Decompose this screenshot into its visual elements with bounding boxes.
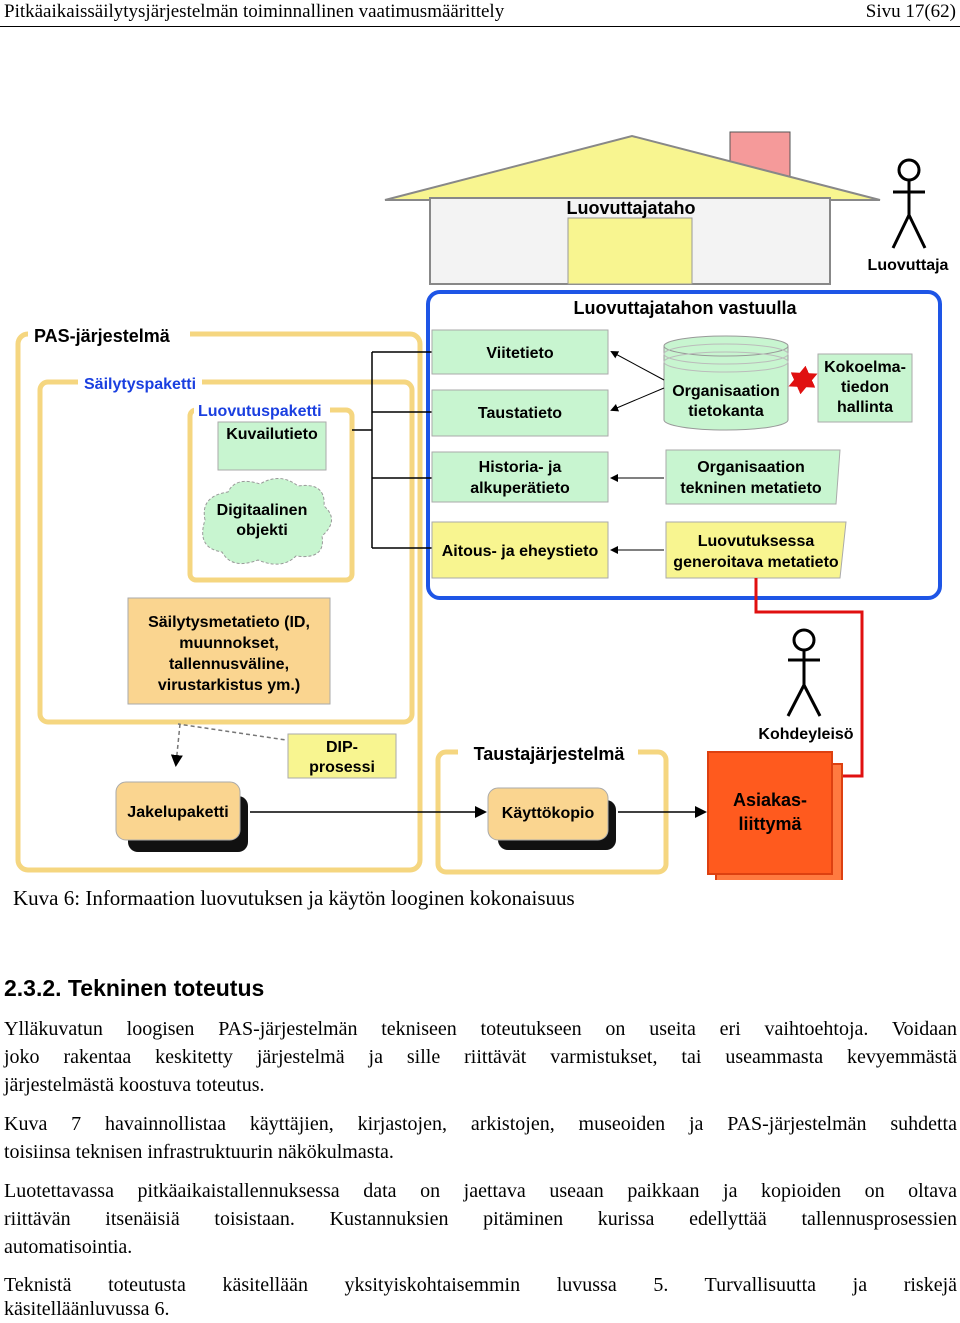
metadata-arrows: [610, 351, 665, 554]
dip-dashed-line: [177, 723, 341, 749]
sailytyspaketti-label: Säilytyspaketti: [84, 376, 196, 393]
paragraph-4-line-2: käsitelläänluvussa 6.: [4, 1298, 170, 1320]
kohdeyleiso-label: Kohdeyleisö: [758, 726, 853, 743]
org-tietokanta-cylinder: Organisaation tietokanta: [663, 335, 789, 431]
vastuulla-label: Luovuttajatahon vastuulla: [573, 298, 797, 318]
digitaalinen-line1: Digitaalinen: [217, 502, 308, 519]
section-title: 2.3.2. Tekninen toteutus: [4, 975, 265, 1001]
taustatieto-label: Taustatieto: [478, 405, 562, 422]
viitetieto-box: [431, 329, 609, 375]
bracket-lines: [352, 351, 432, 549]
viitetieto-label: Viitetieto: [486, 345, 554, 362]
kuvailutieto-box: [217, 421, 327, 471]
kokoelma-line2: tiedon: [841, 379, 889, 396]
dip-line2: prosessi: [309, 759, 375, 776]
sailytysmetatieto-line3: tallennusväline,: [169, 656, 289, 673]
historia-box: [431, 451, 609, 503]
jakelupaketti-box: [115, 781, 241, 841]
paragraph-2-line-1: Kuva 7 havainnollistaa käyttäjien, kirja…: [4, 1113, 957, 1135]
digitaalinen-line2: objekti: [236, 522, 288, 539]
luovutuksessa-line2: generoitava metatieto: [673, 554, 839, 571]
red-connector: [754, 578, 864, 778]
sailytysmetatieto-box: [127, 597, 331, 705]
paragraph-3-line-3: automatisointia.: [4, 1236, 133, 1258]
luovutuspaketti-label: Luovutuspaketti: [198, 403, 322, 420]
jakelupaketti-label: Jakelupaketti: [127, 804, 228, 821]
document-title: Pitkäaikaissäilytysjärjestelmän toiminna…: [4, 1, 505, 22]
asiakas-box: [707, 751, 833, 875]
paragraph-3-line-2: riittävän itsenäisiä toisistaan. Kustann…: [4, 1208, 957, 1230]
sailytysmetatieto-line1: Säilytysmetatieto (ID,: [148, 614, 310, 631]
paragraph-1-line-1: Ylläkuvatun loogisen PAS-järjestelmän te…: [4, 1018, 957, 1040]
org-tietokanta-line1: Organisaation: [672, 383, 780, 400]
taustajarjestelma-label: Taustajärjestelmä: [474, 744, 626, 764]
kohdeyleiso-person-icon: [786, 628, 822, 717]
sailytyspaketti-frame: [37, 379, 415, 725]
luovuttajataho-label: Luovuttajataho: [567, 198, 696, 218]
paragraph-3-line-1: Luotettavassa pitkäaikaistallennuksessa …: [4, 1180, 957, 1202]
historia-line1: Historia- ja: [479, 459, 562, 476]
org-tietokanta-line2: tietokanta: [688, 403, 764, 420]
luovuttaja-person-icon: [891, 158, 927, 249]
paragraph-1-line-2: joko rakentaa keskitetty järjestelmä ja …: [4, 1046, 957, 1068]
paragraph-4-line-1: Teknistä toteutusta käsitellään yksityis…: [4, 1274, 957, 1296]
taustatieto-box: [431, 389, 609, 437]
aitous-box: [431, 521, 609, 579]
page-header: Pitkäaikaissäilytysjärjestelmän toiminna…: [0, 0, 960, 27]
asiakas-line1: Asiakas-: [733, 790, 807, 810]
paragraph-1-line-3: järjestelmästä koostuva toteutus.: [4, 1074, 265, 1096]
historia-line2: alkuperätieto: [470, 480, 570, 497]
pas-label: PAS-järjestelmä: [34, 326, 171, 346]
sailytysmetatieto-line4: virustarkistus ym.): [158, 677, 300, 694]
red-double-arrow: [788, 365, 818, 395]
kokoelma-line3: hallinta: [837, 399, 893, 416]
luovutuksessa-line1: Luovutuksessa: [698, 533, 815, 550]
door: [567, 217, 693, 285]
kuvailutieto-label: Kuvailutieto: [226, 426, 318, 443]
sailytysmetatieto-line2: muunnokset,: [179, 635, 279, 652]
luovutuksessa-box: [665, 521, 847, 579]
aitous-label: Aitous- ja eheystieto: [442, 543, 599, 560]
org-tekninen-box: [665, 449, 841, 505]
figure-caption: Kuva 6: Informaation luovutuksen ja käyt…: [13, 886, 575, 910]
dip-line1: DIP-: [326, 739, 358, 756]
org-tekninen-line2: tekninen metatieto: [680, 480, 822, 497]
kayttokopio-box: [487, 787, 609, 841]
pas-frame: [15, 331, 423, 873]
vastuulla-frame: [426, 290, 942, 600]
roof: [384, 134, 881, 201]
paragraph-2-line-2: toisiinsa teknisen infrastruktuurin näkö…: [4, 1141, 394, 1163]
kayttokopio-label: Käyttökopio: [502, 805, 595, 822]
page-number: Sivu 17(62): [865, 1, 956, 22]
information-flow-diagram: Luovuttajataho Luovuttaja Luovuttajataho…: [15, 131, 949, 880]
asiakas-line2: liittymä: [738, 814, 802, 834]
org-tekninen-line1: Organisaation: [697, 459, 805, 476]
dip-box: [287, 733, 397, 779]
house-luovuttajataho: Luovuttajataho: [384, 131, 881, 285]
luovuttaja-label: Luovuttaja: [868, 257, 949, 274]
digitaalinen-objekti-cloud: Digitaalinen objekti: [202, 478, 332, 565]
kokoelma-line1: Kokoelma-: [824, 359, 906, 376]
kokoelma-box: [817, 353, 913, 423]
